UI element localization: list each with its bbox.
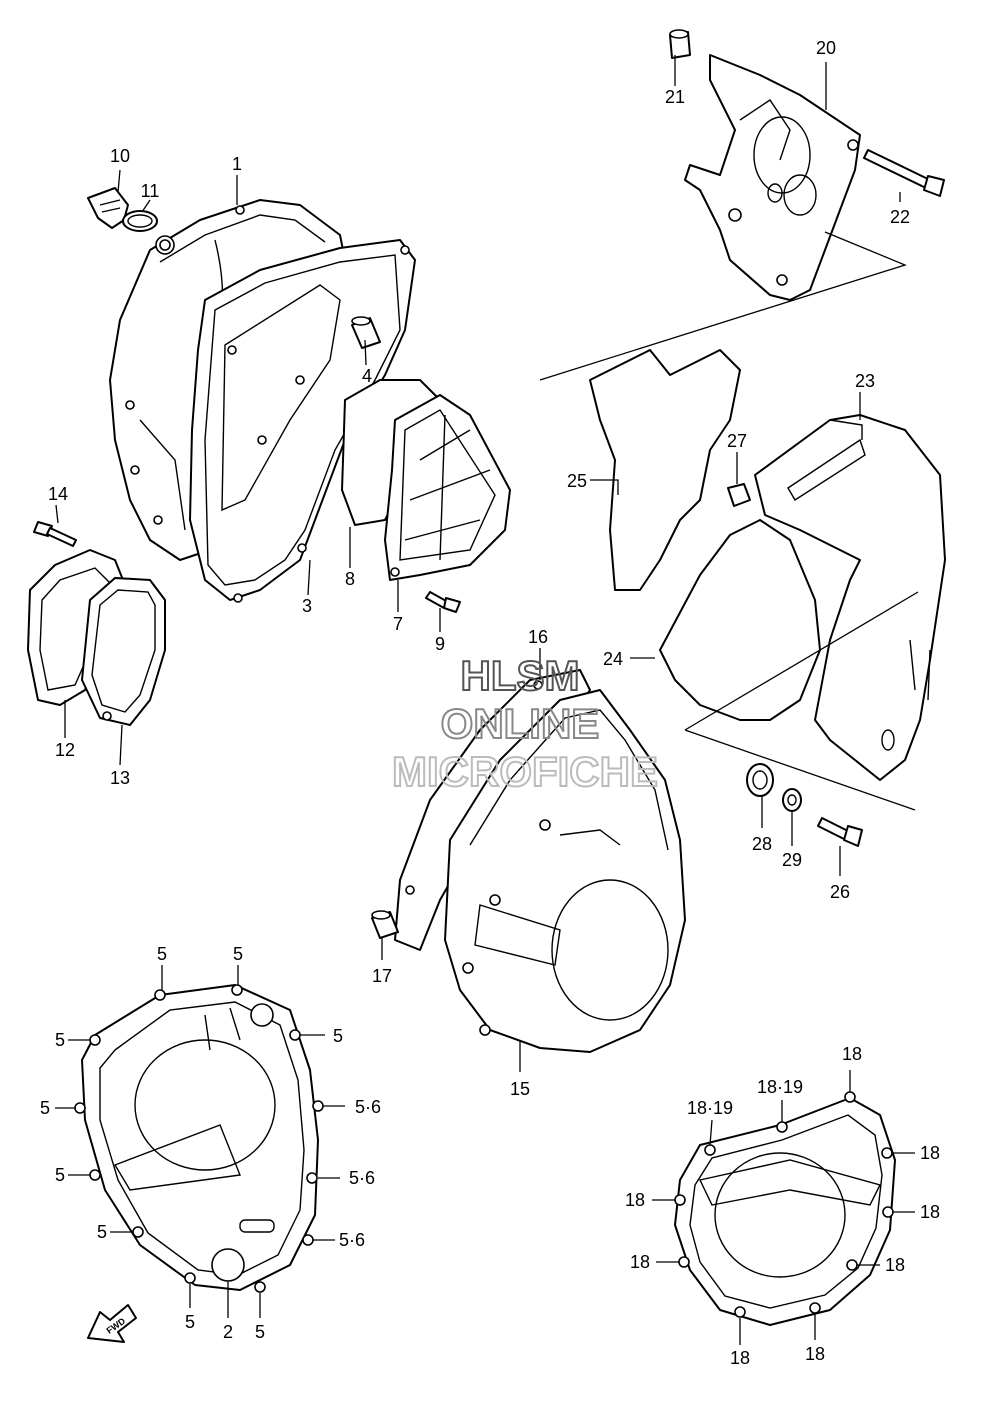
- callout-18-a[interactable]: 18: [842, 1044, 862, 1064]
- callout-5-g[interactable]: 5: [97, 1222, 107, 1242]
- callout-29[interactable]: 29: [782, 850, 802, 870]
- generator-cover-15[interactable]: [444, 689, 686, 1053]
- callout-5-d[interactable]: 5: [333, 1026, 343, 1046]
- callout-21[interactable]: 21: [665, 87, 685, 107]
- cover-plate-25[interactable]: [589, 349, 741, 591]
- callout-5-i[interactable]: 5: [255, 1322, 265, 1342]
- bolt-26[interactable]: [817, 817, 863, 847]
- cover-7[interactable]: [384, 394, 511, 581]
- callout-20[interactable]: 20: [816, 38, 836, 58]
- callout-13[interactable]: 13: [110, 768, 130, 788]
- callout-5-6-b[interactable]: 5·6: [349, 1168, 375, 1188]
- callout-22[interactable]: 22: [890, 207, 910, 227]
- callout-5-a[interactable]: 5: [157, 944, 167, 964]
- watermark: HLSM ONLINE MICROFICHE: [391, 651, 659, 796]
- guide-lines: [539, 231, 919, 811]
- callout-14[interactable]: 14: [48, 484, 68, 504]
- callout-18-19-a[interactable]: 18·19: [757, 1077, 803, 1097]
- callout-23[interactable]: 23: [855, 371, 875, 391]
- generator-cover-outer[interactable]: [674, 1091, 896, 1326]
- callout-18-h[interactable]: 18: [805, 1344, 825, 1364]
- callout-9[interactable]: 9: [435, 634, 445, 654]
- callout-18-19-b[interactable]: 18·19: [687, 1098, 733, 1118]
- callout-5-h[interactable]: 5: [185, 1312, 195, 1332]
- watermark-line3: MICROFICHE: [392, 748, 658, 795]
- clutch-cover-outer[interactable]: [74, 984, 324, 1293]
- callout-15[interactable]: 15: [510, 1079, 530, 1099]
- callout-5-6-a[interactable]: 5·6: [355, 1097, 381, 1117]
- oil-filler-cap-10[interactable]: [87, 187, 129, 229]
- leader-lines: [55, 55, 915, 1345]
- sprocket-cover-23[interactable]: [754, 414, 946, 781]
- grommet-28[interactable]: [746, 763, 774, 797]
- callout-18-b[interactable]: 18: [920, 1143, 940, 1163]
- callout-5-e[interactable]: 5: [40, 1098, 50, 1118]
- callout-7[interactable]: 7: [393, 614, 403, 634]
- grommet-27[interactable]: [727, 483, 751, 507]
- bolt-22[interactable]: [863, 149, 945, 197]
- callout-16[interactable]: 16: [528, 627, 548, 647]
- bolt-9[interactable]: [425, 591, 461, 613]
- callout-8[interactable]: 8: [345, 569, 355, 589]
- watermark-line2: ONLINE: [441, 700, 600, 747]
- callout-2[interactable]: 2: [223, 1322, 233, 1342]
- callout-18-e[interactable]: 18: [630, 1252, 650, 1272]
- bolt-14[interactable]: [33, 521, 77, 547]
- dowel-pin-17[interactable]: [371, 910, 399, 939]
- callout-26[interactable]: 26: [830, 882, 850, 902]
- dowel-pin-4[interactable]: [351, 316, 381, 349]
- callout-10[interactable]: 10: [110, 146, 130, 166]
- callout-12[interactable]: 12: [55, 740, 75, 760]
- bracket-20[interactable]: [684, 54, 861, 301]
- cover-inner-24[interactable]: [659, 519, 821, 721]
- watermark-line1: HLSM: [461, 652, 580, 699]
- callout-5-6-c[interactable]: 5·6: [339, 1230, 365, 1250]
- gasket-13[interactable]: [81, 577, 166, 726]
- callout-5-f[interactable]: 5: [55, 1165, 65, 1185]
- callout-labels: 1 10 11 3 4 8 7 9 14 12 13 21 20 22 23 2…: [40, 38, 940, 1368]
- callout-11[interactable]: 11: [141, 181, 160, 201]
- callout-28[interactable]: 28: [752, 834, 772, 854]
- o-ring-11[interactable]: [122, 210, 158, 232]
- spacer-21[interactable]: [669, 29, 691, 59]
- fwd-arrow-icon: FWD: [87, 1304, 137, 1343]
- callout-5-c[interactable]: 5: [55, 1030, 65, 1050]
- callout-1[interactable]: 1: [232, 154, 242, 174]
- callout-17[interactable]: 17: [372, 966, 392, 986]
- callout-5-b[interactable]: 5: [233, 944, 243, 964]
- callout-18-c[interactable]: 18: [625, 1190, 645, 1210]
- callout-24[interactable]: 24: [603, 649, 623, 669]
- callout-18-g[interactable]: 18: [730, 1348, 750, 1368]
- callout-27[interactable]: 27: [727, 431, 747, 451]
- callout-18-f[interactable]: 18: [885, 1255, 905, 1275]
- callout-3[interactable]: 3: [302, 596, 312, 616]
- callout-25[interactable]: 25: [567, 471, 587, 491]
- callout-4[interactable]: 4: [362, 366, 372, 386]
- callout-18-d[interactable]: 18: [920, 1202, 940, 1222]
- washer-29[interactable]: [782, 788, 802, 812]
